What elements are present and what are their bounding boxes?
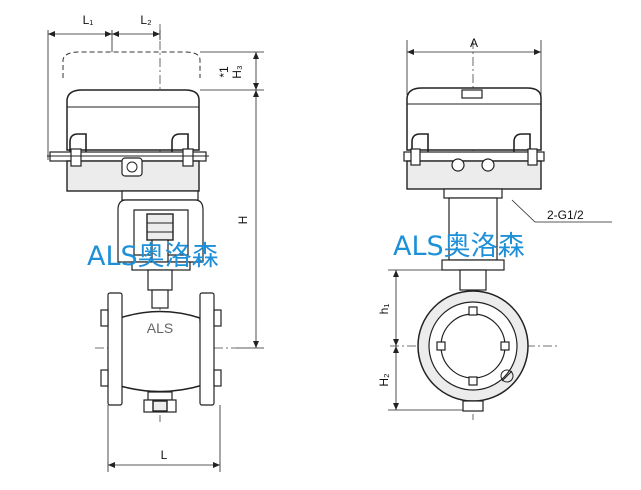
side-actuator-housing: [403, 87, 545, 199]
dim-l: L: [107, 405, 221, 472]
dim-label-h: H: [236, 216, 250, 225]
dim-label-star1: *1: [217, 66, 231, 78]
watermark-right: ALS奥洛森: [393, 231, 525, 262]
body-marking: ALS: [147, 320, 173, 336]
watermark-left: ALS奥洛森: [87, 241, 219, 272]
dim-label-h1: h₁: [377, 304, 391, 315]
dim-h1-h2: h₁ H₂: [377, 269, 463, 411]
connection-label: 2-G1/2: [547, 208, 584, 222]
dim-label-l2: L₂: [140, 13, 152, 27]
valve-body: [100, 292, 222, 413]
dim-h3: H₃ *1: [200, 51, 264, 91]
dim-l1-l2: L₁ L₂: [47, 13, 161, 160]
yoke-bracket: [117, 190, 204, 271]
dim-label-h2: H₂: [377, 373, 391, 387]
dim-label-h3: H₃: [230, 65, 244, 79]
side-valve-body: [417, 290, 529, 412]
dim-h: H: [236, 90, 264, 349]
front-view: ALS L₁ L₂ H₃ *1 H: [47, 13, 264, 472]
dim-label-l: L: [161, 448, 168, 462]
actuator-housing: [47, 89, 209, 192]
dim-a: A: [406, 36, 542, 95]
side-view: 2-G1/2 A h₁ H₂: [377, 36, 612, 420]
dim-label-a: A: [470, 36, 478, 50]
dim-label-l1: L₁: [83, 13, 94, 27]
